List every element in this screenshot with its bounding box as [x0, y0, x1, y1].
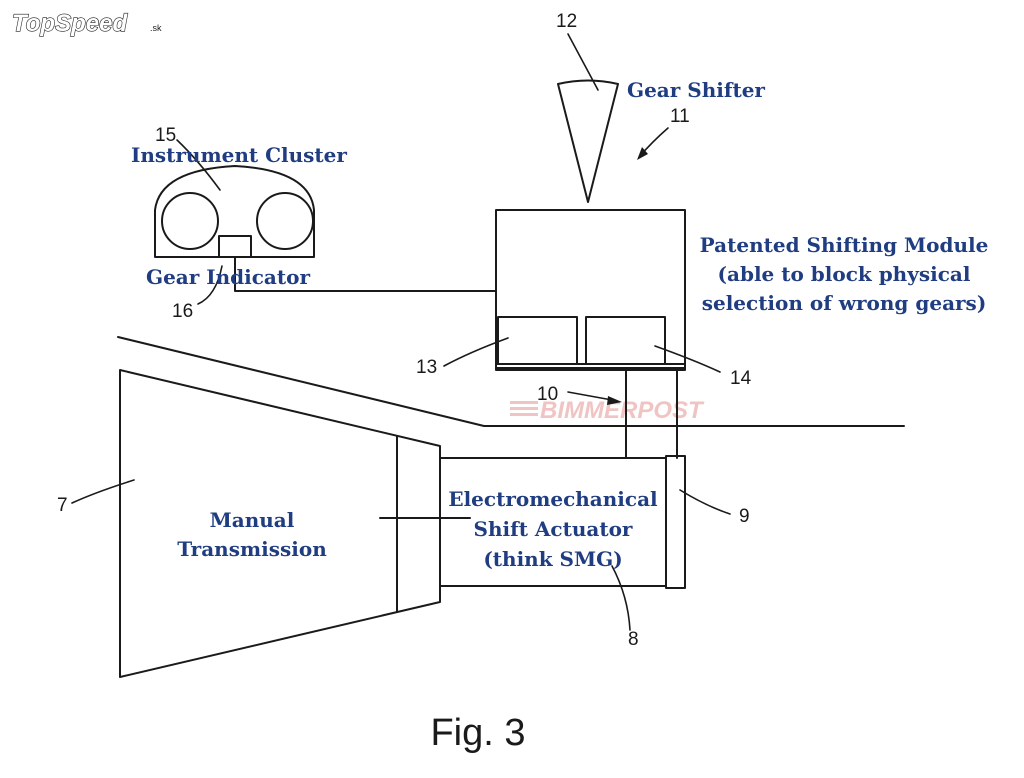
numeral-14: 14	[730, 368, 752, 389]
label-actuator-3: (think SMG)	[483, 547, 622, 571]
numeral-13: 13	[416, 357, 437, 378]
leader-16	[197, 265, 223, 305]
svg-text:BIMMERPOST: BIMMERPOST	[540, 397, 705, 424]
leader-7	[71, 479, 135, 504]
label-shifting-module-1: Patented Shifting Module	[700, 233, 989, 257]
indicator-module-wire	[234, 256, 497, 292]
topspeed-logo: TopSpeed .sk	[11, 9, 162, 37]
shifting-module	[495, 209, 686, 371]
svg-text:.sk: .sk	[150, 23, 162, 33]
label-shifting-module-3: selection of wrong gears)	[702, 291, 987, 315]
numeral-16: 16	[172, 301, 193, 322]
numeral-7: 7	[57, 495, 68, 516]
manual-transmission	[119, 369, 441, 678]
chassis-line	[117, 336, 905, 427]
module-block-14	[585, 316, 666, 365]
leader-15	[176, 139, 221, 191]
label-instrument-cluster: Instrument Cluster	[131, 143, 347, 167]
leader-13	[443, 337, 509, 367]
arrow-11	[637, 127, 669, 160]
module-block-13	[497, 316, 578, 365]
arrow-10	[567, 391, 622, 405]
instrument-cluster	[154, 165, 315, 258]
numeral-12: 12	[556, 11, 577, 32]
label-actuator-2: Shift Actuator	[474, 517, 633, 541]
label-gear-indicator: Gear Indicator	[146, 265, 310, 289]
gear-indicator-box	[218, 235, 252, 258]
label-manual-transmission-2: Transmission	[177, 537, 327, 561]
label-gear-shifter: Gear Shifter	[627, 78, 765, 102]
leader-12	[567, 33, 599, 91]
svg-text:TopSpeed: TopSpeed	[12, 10, 128, 37]
label-actuator-1: Electromechanical	[448, 487, 658, 511]
shift-actuator	[439, 455, 686, 589]
label-manual-transmission-1: Manual	[210, 508, 295, 532]
actuator-end-cap-9	[665, 455, 686, 589]
leader-9	[679, 489, 731, 515]
leader-14	[654, 345, 721, 373]
leader-8	[611, 565, 631, 631]
figure-caption: Fig. 3	[430, 712, 525, 754]
numeral-15: 15	[155, 125, 176, 146]
numeral-11: 11	[670, 106, 690, 127]
numeral-10: 10	[537, 384, 558, 405]
numeral-9: 9	[739, 506, 750, 527]
gear-shifter	[557, 79, 619, 203]
label-shifting-module-2: (able to block physical	[718, 262, 971, 286]
numeral-8: 8	[628, 629, 639, 650]
